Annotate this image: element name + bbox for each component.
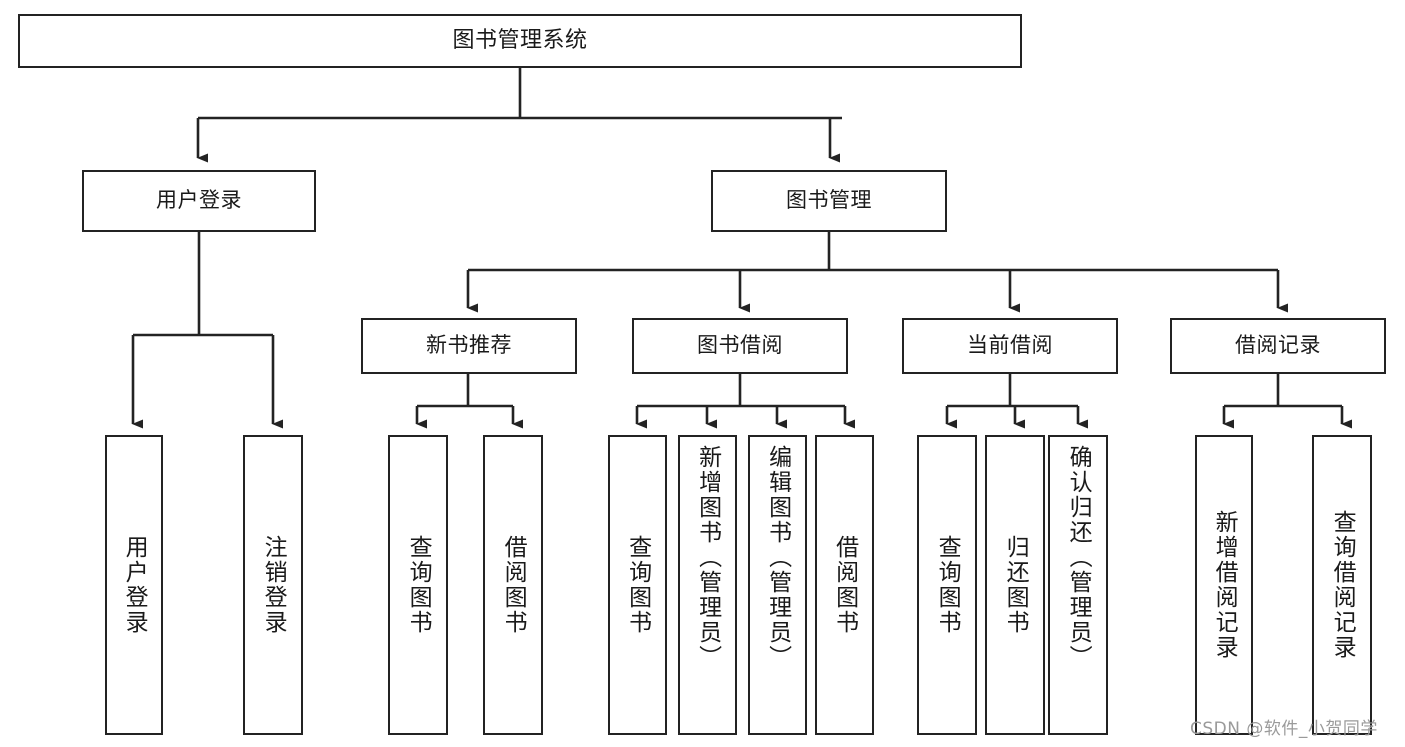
node-leaf-borrow-book-1[interactable]: 借阅图书 <box>483 435 543 735</box>
node-leaf-user-login-label: 用户登录 <box>121 535 148 635</box>
node-book-borrow[interactable]: 图书借阅 <box>632 318 848 374</box>
node-leaf-return-book[interactable]: 归还图书 <box>985 435 1045 735</box>
node-book-management[interactable]: 图书管理 <box>711 170 947 232</box>
node-current-borrow-label: 当前借阅 <box>967 333 1053 358</box>
node-leaf-add-book-admin[interactable]: 新增图书（管理员） <box>678 435 737 735</box>
node-leaf-borrow-book-1-label: 借阅图书 <box>500 535 527 635</box>
node-new-book-recommend[interactable]: 新书推荐 <box>361 318 577 374</box>
csdn-watermark: CSDN @软件_小贺同学 <box>1190 719 1378 739</box>
node-current-borrow[interactable]: 当前借阅 <box>902 318 1118 374</box>
node-leaf-query-borrow-record-label: 查询借阅记录 <box>1329 510 1356 660</box>
node-root-label: 图书管理系统 <box>452 27 588 53</box>
node-leaf-query-book-1[interactable]: 查询图书 <box>388 435 448 735</box>
node-leaf-query-borrow-record[interactable]: 查询借阅记录 <box>1312 435 1372 735</box>
node-book-borrow-label: 图书借阅 <box>697 333 783 358</box>
node-user-login[interactable]: 用户登录 <box>82 170 316 232</box>
node-leaf-query-book-3-label: 查询图书 <box>934 535 961 635</box>
node-leaf-edit-book-admin[interactable]: 编辑图书（管理员） <box>748 435 807 735</box>
node-leaf-logout-login[interactable]: 注销登录 <box>243 435 303 735</box>
node-user-login-label: 用户登录 <box>156 188 242 213</box>
node-leaf-query-book-2[interactable]: 查询图书 <box>608 435 667 735</box>
node-leaf-query-book-3[interactable]: 查询图书 <box>917 435 977 735</box>
node-new-book-recommend-label: 新书推荐 <box>426 333 512 358</box>
node-borrow-record[interactable]: 借阅记录 <box>1170 318 1386 374</box>
node-leaf-borrow-book-2-label: 借阅图书 <box>831 535 858 635</box>
node-leaf-user-login[interactable]: 用户登录 <box>105 435 163 735</box>
node-root[interactable]: 图书管理系统 <box>18 14 1022 68</box>
node-leaf-return-book-label: 归还图书 <box>1002 535 1029 635</box>
node-leaf-confirm-return-admin[interactable]: 确认归还（管理员） <box>1048 435 1108 735</box>
node-leaf-borrow-book-2[interactable]: 借阅图书 <box>815 435 874 735</box>
node-book-management-label: 图书管理 <box>786 188 872 213</box>
node-leaf-query-book-2-label: 查询图书 <box>624 535 651 635</box>
node-borrow-record-label: 借阅记录 <box>1235 333 1321 358</box>
node-leaf-logout-login-label: 注销登录 <box>260 535 287 635</box>
node-leaf-confirm-return-admin-label: 确认归还（管理员） <box>1065 445 1092 670</box>
node-leaf-add-borrow-record-label: 新增借阅记录 <box>1211 510 1238 660</box>
node-leaf-edit-book-admin-label: 编辑图书（管理员） <box>764 445 791 670</box>
node-leaf-add-borrow-record[interactable]: 新增借阅记录 <box>1195 435 1253 735</box>
node-leaf-query-book-1-label: 查询图书 <box>405 535 432 635</box>
node-leaf-add-book-admin-label: 新增图书（管理员） <box>694 445 721 670</box>
